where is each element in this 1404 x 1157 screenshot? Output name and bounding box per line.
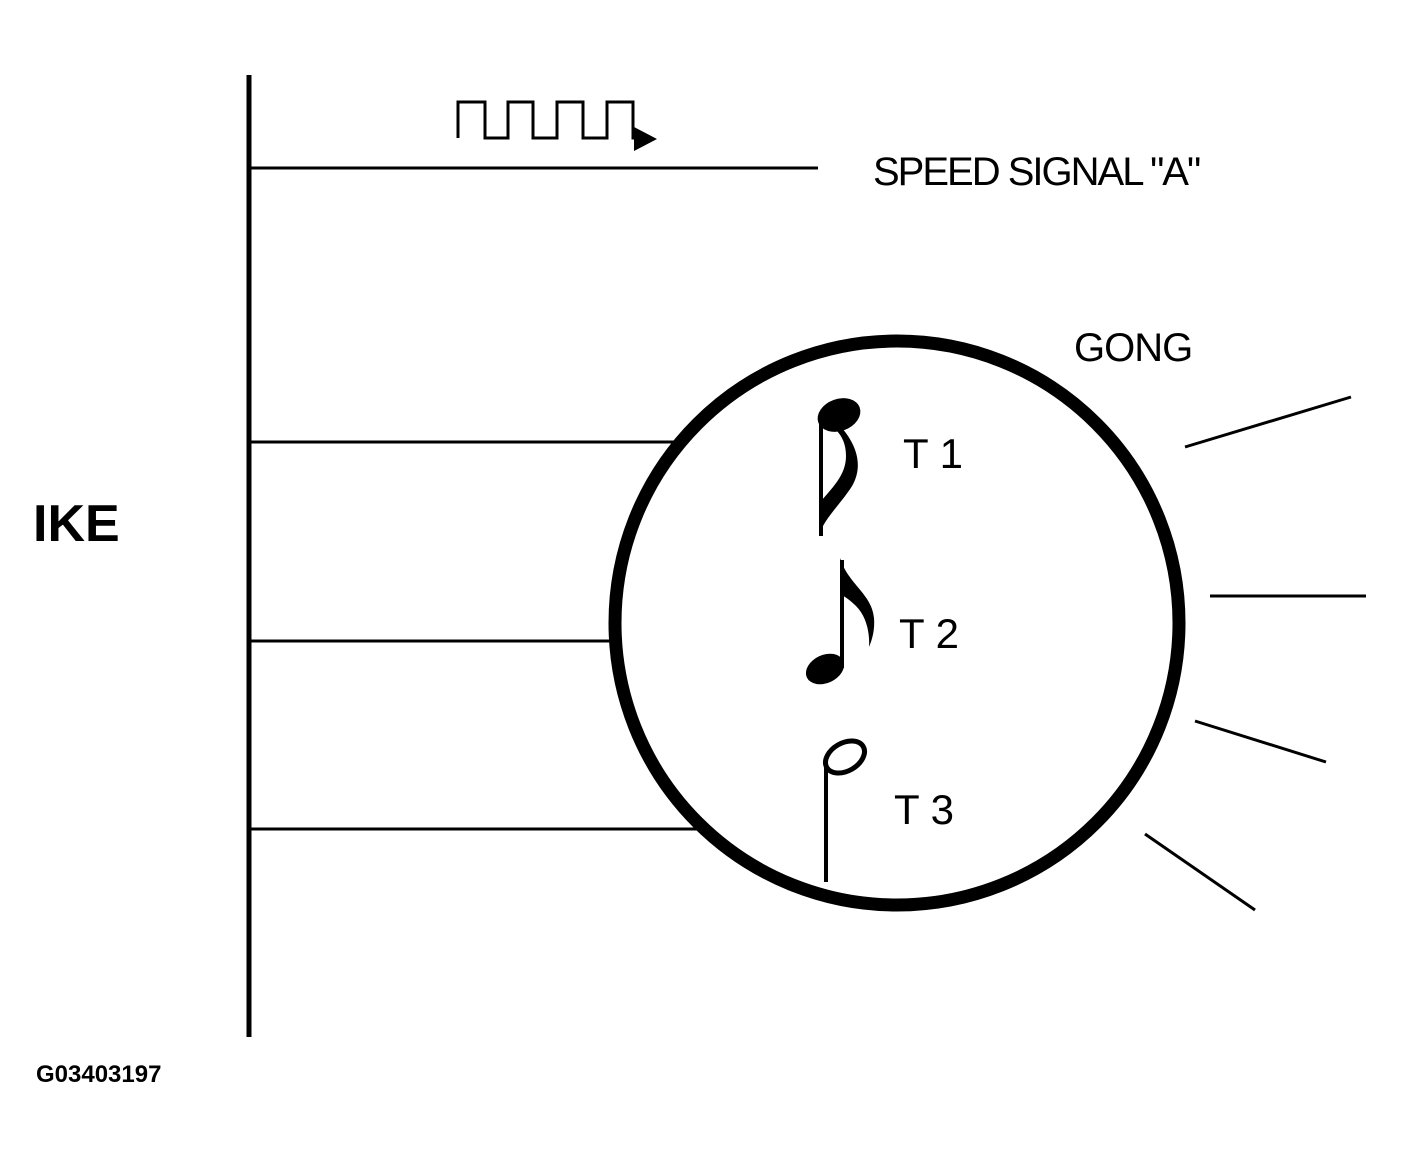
tone-1-label: T 1 (903, 430, 963, 477)
music-note-flag-up-icon (817, 398, 861, 536)
sound-ray-4 (1144, 832, 1256, 912)
sound-ray-1 (1184, 395, 1352, 449)
sound-ray-3 (1194, 719, 1327, 764)
half-note-icon (823, 738, 867, 882)
figure-code: G03403197 (36, 1061, 161, 1088)
tone-3-label: T 3 (894, 786, 954, 833)
gong-circle (608, 334, 1186, 912)
eighth-note-icon (805, 558, 875, 685)
square-wave-arrow-icon (456, 100, 657, 151)
tone-2-label: T 2 (899, 610, 959, 657)
ike-module-label: IKE (33, 495, 120, 553)
gong-label: GONG (1074, 326, 1192, 370)
sound-rays (1144, 395, 1366, 912)
speed-signal-label: SPEED SIGNAL "A" (873, 150, 1200, 194)
